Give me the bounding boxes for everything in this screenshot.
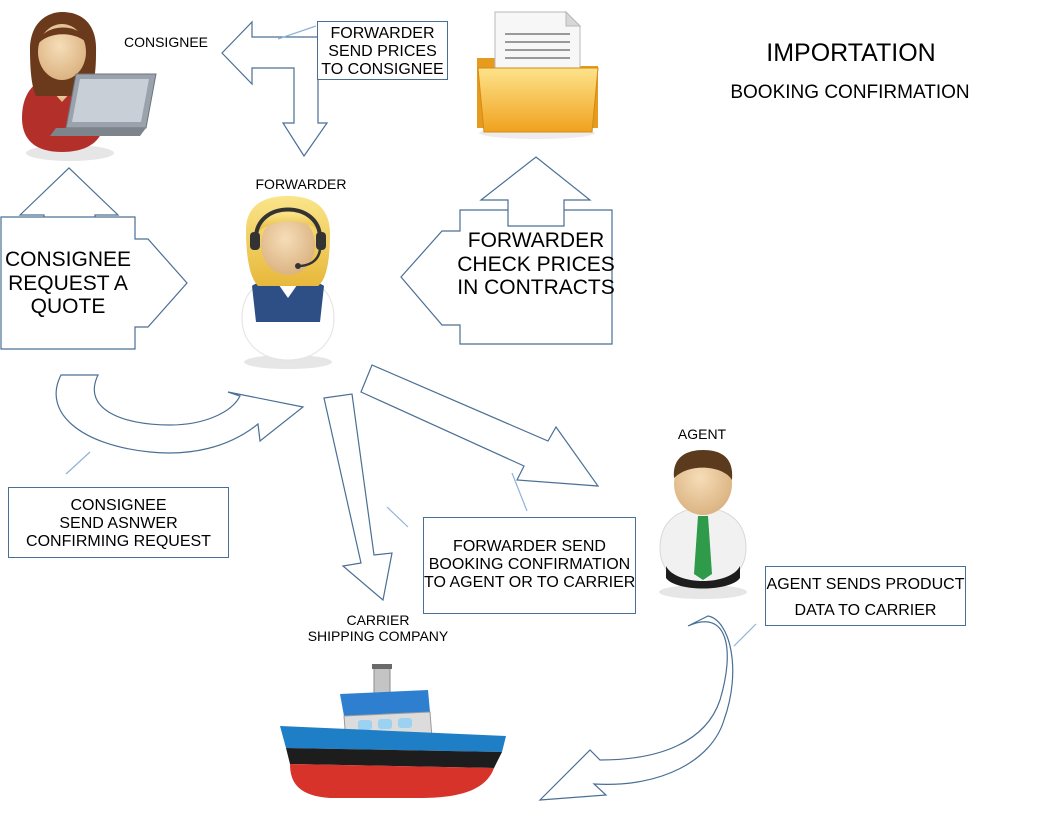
callout-booking-line3: TO AGENT OR TO CARRIER: [424, 573, 636, 591]
arrow-forwarder-to-consignee: [221, 20, 329, 158]
callout-send-prices-line1: FORWARDER: [330, 25, 435, 42]
callout-send-prices: FORWARDER SEND PRICES TO CONSIGNEE: [317, 21, 448, 80]
ship-icon: [280, 664, 506, 798]
page-title: IMPORTATION: [766, 39, 936, 67]
callout-booking-confirmation: FORWARDER SEND BOOKING CONFIRMATION TO A…: [423, 517, 636, 614]
step-request-quote-line2: REQUEST A: [8, 271, 128, 295]
label-carrier: CARRIER SHIPPING COMPANY: [285, 612, 471, 644]
businessman-icon: [659, 450, 747, 599]
operator-headset-icon: [241, 196, 335, 369]
arrow-agent-to-carrier: [538, 615, 734, 801]
arrow-to-agent: [360, 364, 600, 487]
callout-booking-line2: BOOKING CONFIRMATION: [428, 555, 631, 573]
arrow-curved-confirm: [55, 374, 305, 454]
callout-booking-line1: FORWARDER SEND: [453, 538, 606, 555]
woman-laptop-icon: [22, 12, 157, 161]
connector-confirm: [65, 451, 91, 475]
connector-send-prices: [277, 25, 317, 40]
page-subtitle: BOOKING CONFIRMATION: [730, 82, 970, 103]
folder-document-icon: [477, 10, 599, 139]
arrow-up-to-folder: [479, 156, 592, 227]
step-check-prices-line1: FORWARDER: [467, 229, 605, 252]
callout-send-prices-line2: SEND PRICES: [328, 42, 437, 60]
arrow-down-to-carrier: [323, 393, 393, 602]
label-consignee: CONSIGNEE: [123, 34, 208, 50]
callout-product-data-line1: AGENT SENDS PRODUCT: [766, 576, 965, 593]
step-request-quote-line1: CONSIGNEE: [4, 248, 132, 271]
step-check-prices-line3: IN CONTRACTS: [457, 276, 615, 300]
label-forwarder: FORWARDER: [255, 176, 347, 192]
step-check-prices-line2: CHECK PRICES: [457, 252, 615, 276]
step-request-quote-line3: QUOTE: [30, 295, 106, 319]
callout-confirm-request: CONSIGNEE SEND ASNWER CONFIRMING REQUEST: [8, 487, 229, 558]
callout-confirm-request-line1: CONSIGNEE: [70, 497, 167, 514]
connector-booking-2: [511, 472, 528, 512]
connector-agent-data: [733, 623, 757, 647]
callout-product-data-line2: DATA TO CARRIER: [794, 601, 937, 619]
callout-confirm-request-line2: SEND ASNWER: [59, 514, 178, 532]
callout-send-prices-line3: TO CONSIGNEE: [321, 60, 444, 78]
arrow-request-quote: [0, 216, 188, 350]
step-request-quote: CONSIGNEE REQUEST A QUOTE: [0, 248, 136, 319]
label-carrier-line1: CARRIER: [346, 612, 410, 628]
callout-product-data: AGENT SENDS PRODUCT DATA TO CARRIER: [765, 566, 966, 626]
label-agent: AGENT: [677, 426, 727, 442]
step-check-prices: FORWARDER CHECK PRICES IN CONTRACTS: [446, 229, 626, 300]
label-carrier-line2: SHIPPING COMPANY: [307, 627, 449, 644]
arrow-check-prices: [400, 209, 613, 345]
connector-booking-1: [386, 506, 409, 528]
callout-confirm-request-line3: CONFIRMING REQUEST: [26, 532, 211, 550]
